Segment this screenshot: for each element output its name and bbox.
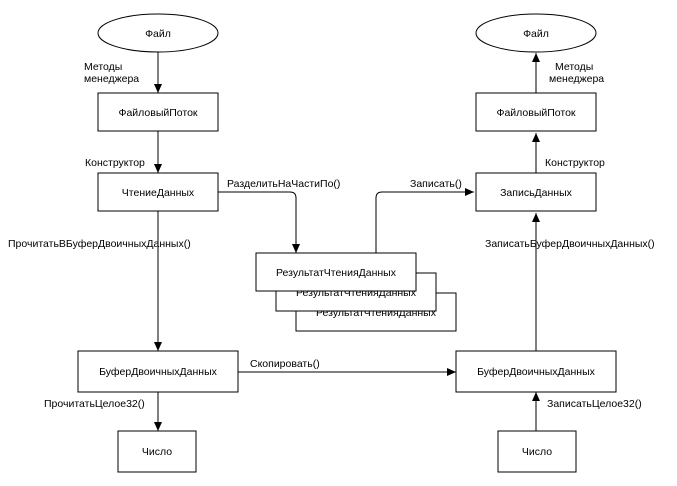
node-file-right bbox=[475, 13, 597, 53]
edge-label-copy: Скопировать() bbox=[250, 358, 320, 370]
edge-label-split-into-parts: РазделитьНаЧастиПо() bbox=[227, 178, 340, 190]
node-filestream-right bbox=[475, 92, 597, 132]
edge-read-result-to-writer bbox=[375, 188, 474, 253]
node-binary-buffer-right bbox=[455, 350, 617, 393]
edge-label-manager-methods-right-1: Методы bbox=[555, 61, 593, 73]
edge-label-manager-methods-left-1: Методы bbox=[84, 61, 122, 73]
node-number-left-label: Число bbox=[142, 446, 172, 458]
node-file-left-label: Файл bbox=[145, 28, 171, 40]
node-number-right-label: Число bbox=[522, 446, 552, 458]
node-data-writer-label: ЗаписьДанных bbox=[500, 187, 573, 199]
edge-label-write-binary-buffer: ЗаписатьБуферДвоичныхДанных() bbox=[485, 238, 655, 250]
node-filestream-right-label: ФайловыйПоток bbox=[496, 107, 575, 119]
node-binary-buffer-left bbox=[77, 350, 239, 393]
node-binary-buffer-left-label: БуферДвоичныхДанных bbox=[99, 366, 218, 378]
node-binary-buffer-right-label: БуферДвоичныхДанных bbox=[477, 366, 596, 378]
node-filestream-left bbox=[97, 92, 219, 132]
node-file-left bbox=[97, 13, 219, 53]
node-data-writer bbox=[475, 172, 597, 212]
edge-label-read-into-binary-buffer: ПрочитатьВБуферДвоичныхДанных() bbox=[8, 238, 191, 250]
edge-label-write-int32: ЗаписатьЦелое32() bbox=[547, 398, 642, 410]
node-data-reader-label: ЧтениеДанных bbox=[122, 187, 195, 199]
node-filestream-left-label: ФайловыйПоток bbox=[118, 107, 197, 119]
edge-label-manager-methods-right-2: менеджера bbox=[549, 73, 604, 85]
node-number-left bbox=[117, 430, 197, 473]
edge-label-write: Записать() bbox=[410, 178, 462, 190]
edge-label-read-int32: ПрочитатьЦелое32() bbox=[44, 398, 145, 410]
node-read-result-1 bbox=[255, 252, 417, 292]
edge-reader-to-read-result bbox=[218, 191, 300, 253]
node-file-right-label: Файл bbox=[523, 28, 549, 40]
node-read-result-1-label: РезультатЧтенияДанных bbox=[276, 267, 397, 279]
edge-label-constructor-right: Конструктор bbox=[545, 157, 605, 169]
edge-label-constructor-left: Конструктор bbox=[85, 157, 145, 169]
node-number-right bbox=[497, 430, 577, 473]
node-data-reader bbox=[97, 172, 219, 212]
edge-label-manager-methods-left-2: менеджера bbox=[84, 73, 139, 85]
